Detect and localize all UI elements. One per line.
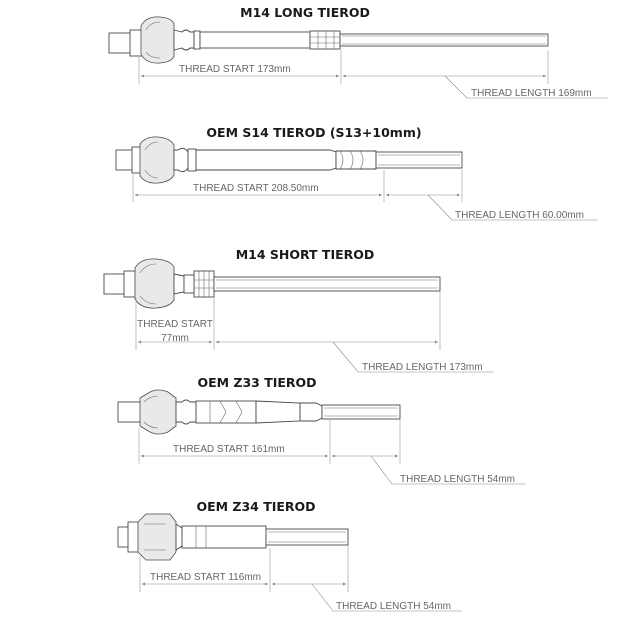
dimension-lines <box>132 170 598 221</box>
dimension-lines <box>135 292 494 373</box>
tierod-drawing <box>115 136 463 184</box>
tierod-oem-z34: OEM Z34 TIEROD THREAD START 116mm THREAD… <box>117 499 462 612</box>
tierod-m14-long: M14 LONG TIEROD <box>108 5 608 99</box>
thread-length-label: THREAD LENGTH 54mm <box>400 474 515 485</box>
thread-start-label: THREAD START 173mm <box>179 64 291 75</box>
thread-start-value: 77mm <box>161 333 189 344</box>
tierod-oem-s14: OEM S14 TIEROD (S13+10mm) THR <box>115 125 598 221</box>
dimension-lines <box>138 50 608 99</box>
tierod-title: M14 LONG TIEROD <box>240 5 370 20</box>
thread-length-label: THREAD LENGTH 54mm <box>336 601 451 612</box>
tierod-drawing <box>108 16 549 64</box>
dimension-lines <box>138 420 526 485</box>
tierod-title: OEM Z33 TIEROD <box>197 375 316 390</box>
tierod-drawing <box>117 513 349 561</box>
tierod-title: OEM Z34 TIEROD <box>196 499 315 514</box>
thread-length-label: THREAD LENGTH 60.00mm <box>455 210 584 221</box>
dimension-lines <box>139 546 462 612</box>
thread-start-label: THREAD START <box>137 319 213 330</box>
thread-start-label: THREAD START 116mm <box>150 572 261 583</box>
tierod-title: M14 SHORT TIEROD <box>236 247 375 262</box>
tierod-drawing <box>103 258 441 309</box>
tierod-drawing <box>117 389 401 435</box>
thread-start-label: THREAD START 208.50mm <box>193 183 319 194</box>
tierod-oem-z33: OEM Z33 TIEROD THREAD START 161mm <box>117 375 526 485</box>
thread-length-label: THREAD LENGTH 169mm <box>471 88 592 99</box>
thread-length-label: THREAD LENGTH 173mm <box>362 362 483 373</box>
tierod-title: OEM S14 TIEROD (S13+10mm) <box>206 125 421 140</box>
thread-start-label: THREAD START 161mm <box>173 444 285 455</box>
tierod-m14-short: M14 SHORT TIEROD <box>103 247 494 373</box>
